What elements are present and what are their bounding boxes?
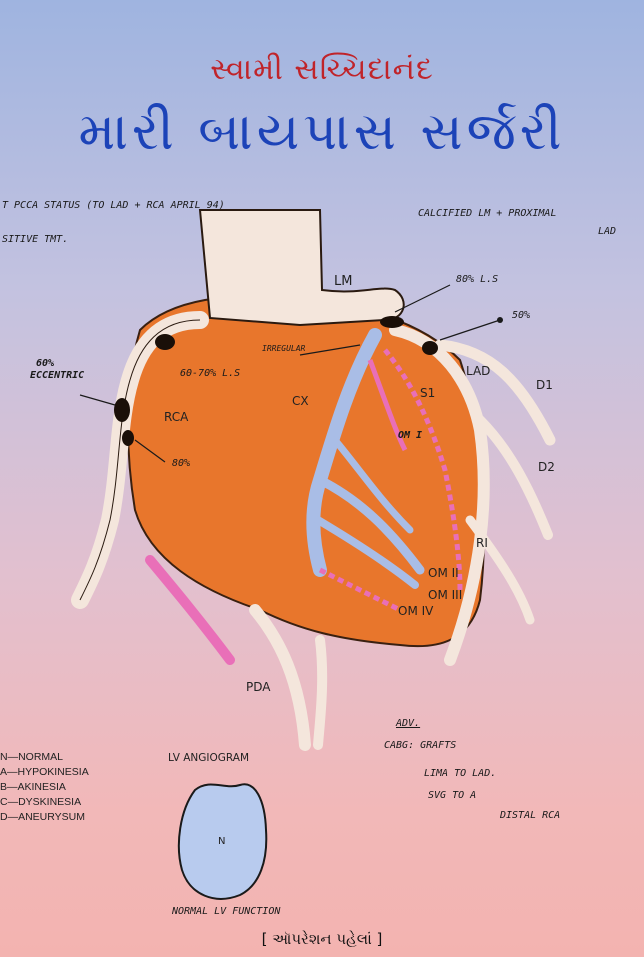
- note-svg-graft: SVG TO A: [428, 790, 477, 801]
- aorta: [198, 209, 405, 327]
- label-60-70-ls: 60-70% L.S: [180, 368, 241, 379]
- d2-vessel: [475, 415, 553, 540]
- label-eccentric: ECCENTRIC: [30, 370, 85, 381]
- label-50: 50%: [512, 310, 531, 321]
- label-om4: OM IV: [398, 604, 434, 618]
- lesion-lad: [422, 341, 438, 355]
- legend-item: C—DYSKINESIA: [0, 796, 82, 808]
- book-title: મારી બાયપાસ સર્જરી: [78, 102, 566, 162]
- note-calcified-lad: LAD: [598, 226, 617, 237]
- author-name: સ્વામી સચ્ચિદાનંદ: [210, 52, 434, 87]
- lesion-lm: [380, 316, 404, 328]
- label-irregular: IRREGULAR: [262, 344, 306, 353]
- note-cabg: CABG: GRAFTS: [384, 740, 457, 751]
- label-80: 80%: [172, 458, 191, 469]
- label-lv-angiogram: LV ANGIOGRAM: [168, 752, 250, 764]
- note-normal-lv: NORMAL LV FUNCTION: [172, 906, 281, 917]
- d1-vessel: [434, 339, 556, 446]
- rca-graft: [145, 555, 235, 665]
- ramus-graft: [383, 348, 463, 591]
- legend-item: B—AKINESIA: [0, 781, 66, 793]
- pda-vessel: [249, 604, 311, 751]
- label-ri: RI: [476, 536, 488, 550]
- label-lm: LM: [334, 274, 353, 289]
- label-om1: OM I: [398, 430, 423, 441]
- label-80-ls: 80% L.S: [456, 274, 499, 285]
- note-calcified: CALCIFIED LM + PROXIMAL: [418, 208, 557, 219]
- note-pcca-status: T PCCA STATUS (TO LAD + RCA APRIL 94): [2, 200, 225, 211]
- label-s1: S1: [420, 386, 436, 400]
- label-pda: PDA: [246, 680, 271, 694]
- label-om3: OM III: [428, 588, 463, 602]
- legend-item: D—ANEURYSUM: [0, 811, 85, 823]
- footer-caption: [ ઑપરેશન પહેલાં ]: [261, 930, 383, 948]
- label-om2: OM II: [428, 566, 459, 580]
- label-n: N: [218, 836, 226, 847]
- label-60-eccentric: 60%: [36, 358, 55, 369]
- lesion-rca: [114, 398, 130, 422]
- wall-motion-legend: N—NORMAL A—HYPOKINESIA B—AKINESIA C—DYSK…: [0, 750, 89, 825]
- label-cx: CX: [292, 394, 309, 408]
- label-d2: D2: [538, 460, 555, 474]
- lv-angiogram-shape: [177, 783, 268, 900]
- note-distal-rca: DISTAL RCA: [500, 810, 561, 821]
- legend-item: A—HYPOKINESIA: [0, 766, 89, 778]
- legend-item: N—NORMAL: [0, 751, 64, 763]
- note-lima: LIMA TO LAD.: [424, 768, 497, 779]
- label-d1: D1: [536, 378, 553, 392]
- label-lad: LAD: [466, 364, 491, 378]
- label-rca: RCA: [164, 410, 189, 424]
- cx-vessel: [306, 328, 382, 577]
- note-adv: ADV.: [396, 718, 421, 729]
- note-positive-tmt: SITIVE TMT.: [2, 234, 69, 245]
